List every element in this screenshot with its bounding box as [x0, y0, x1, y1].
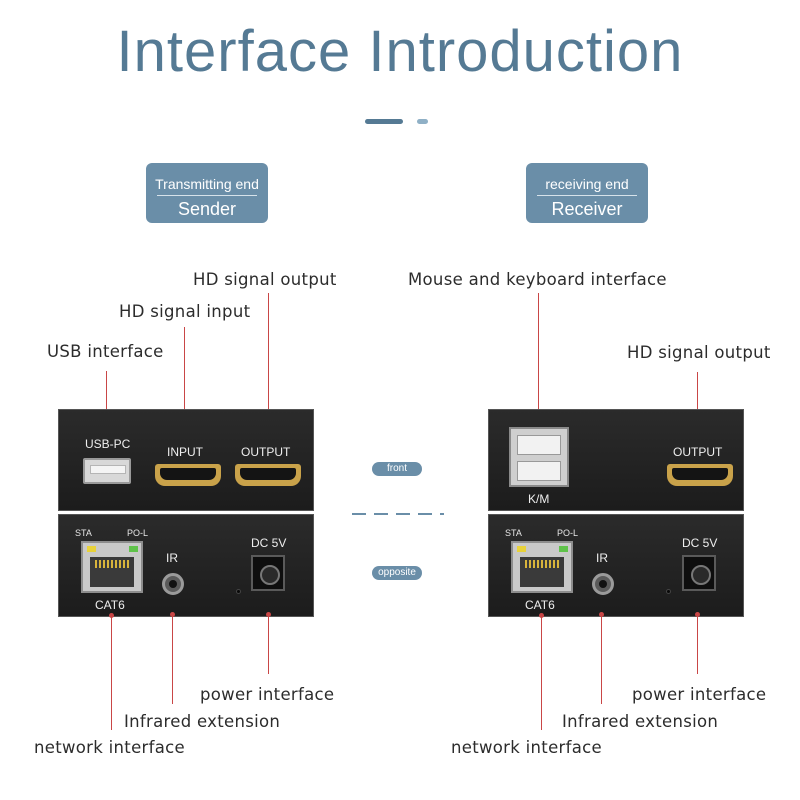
- sender-output-label: OUTPUT: [241, 445, 291, 459]
- sender-pol-label: PO-L: [127, 528, 149, 538]
- sender-rear-panel: STA PO-L CAT6 IR DC 5V: [58, 514, 314, 617]
- sender-line-power: [268, 614, 269, 674]
- sender-sta-label: STA: [75, 528, 92, 538]
- sender-line-hd-input: [184, 327, 185, 436]
- receiver-pol-led: [559, 546, 568, 552]
- receiver-callout-mouse-keyboard: Mouse and keyboard interface: [408, 270, 667, 289]
- sender-cat6-label: CAT6: [95, 598, 125, 612]
- page-title: Interface Introduction: [116, 19, 684, 84]
- receiver-line-mouse-keyboard: [538, 293, 539, 412]
- receiver-front-panel: K/M OUTPUT: [488, 409, 744, 511]
- title-divider-short: [417, 119, 428, 124]
- sender-ir-jack: [162, 573, 184, 595]
- sender-dot-network: [109, 613, 114, 618]
- sender-dc-label: DC 5V: [251, 536, 287, 550]
- sender-rj45-pins: [95, 560, 129, 568]
- sender-input-label: INPUT: [167, 445, 203, 459]
- receiver-ir-jack: [592, 573, 614, 595]
- title-divider-long: [365, 119, 403, 124]
- sender-hdmi-input-port: [155, 464, 221, 486]
- receiver-dc-label: DC 5V: [682, 536, 718, 550]
- opposite-view-pill: opposite: [372, 566, 422, 580]
- receiver-sta-led: [517, 546, 526, 552]
- receiver-usb-port-lower: [517, 461, 561, 481]
- sender-line-network: [111, 616, 112, 730]
- receiver-km-label: K/M: [528, 492, 550, 506]
- receiver-line-infrared: [601, 614, 602, 704]
- receiver-line-hd-output: [697, 372, 698, 436]
- sender-tag-top: Transmitting end: [155, 176, 259, 192]
- receiver-pol-label: PO-L: [557, 528, 579, 538]
- sender-callout-usb: USB interface: [47, 342, 164, 361]
- view-separator: [352, 513, 444, 515]
- sender-line-infrared: [172, 614, 173, 704]
- sender-callout-hd-input: HD signal input: [119, 302, 251, 321]
- sender-usb-port: [83, 458, 131, 484]
- receiver-cat6-label: CAT6: [525, 598, 555, 612]
- sender-callout-network: network interface: [34, 738, 185, 757]
- receiver-reset-hole: [666, 589, 671, 594]
- receiver-output-label: OUTPUT: [673, 445, 723, 459]
- sender-tag: Transmitting end Sender: [146, 163, 268, 223]
- receiver-dc-jack: [682, 555, 716, 591]
- sender-callout-hd-output: HD signal output: [193, 270, 337, 289]
- receiver-line-power: [697, 614, 698, 674]
- receiver-rj45-pins: [525, 560, 559, 568]
- receiver-tag-separator: [537, 195, 637, 196]
- sender-usb-pc-label: USB-PC: [85, 437, 131, 451]
- sender-reset-hole: [236, 589, 241, 594]
- receiver-ir-label: IR: [596, 551, 608, 565]
- receiver-usb-stack: [509, 427, 569, 487]
- receiver-callout-network: network interface: [451, 738, 602, 757]
- receiver-usb-port-upper: [517, 435, 561, 455]
- sender-line-hd-output: [268, 293, 269, 436]
- sender-pol-led: [129, 546, 138, 552]
- receiver-rj45-port: [511, 541, 573, 593]
- receiver-hdmi-output-port: [667, 464, 733, 486]
- receiver-tag-bottom: Receiver: [551, 199, 623, 219]
- sender-rj45-port: [81, 541, 143, 593]
- sender-hdmi-output-port: [235, 464, 301, 486]
- sender-dc-jack: [251, 555, 285, 591]
- receiver-dot-network: [539, 613, 544, 618]
- sender-callout-infrared: Infrared extension: [124, 712, 281, 731]
- receiver-callout-infrared: Infrared extension: [562, 712, 719, 731]
- receiver-callout-power: power interface: [632, 685, 767, 704]
- sender-tag-separator: [157, 195, 257, 196]
- sender-ir-label: IR: [166, 551, 178, 565]
- sender-front-panel: USB-PC INPUT OUTPUT: [58, 409, 314, 511]
- receiver-line-network: [541, 616, 542, 730]
- receiver-tag-top: receiving end: [545, 176, 629, 192]
- sender-sta-led: [87, 546, 96, 552]
- sender-callout-power: power interface: [200, 685, 335, 704]
- receiver-callout-hd-output: HD signal output: [627, 343, 771, 362]
- receiver-sta-label: STA: [505, 528, 522, 538]
- sender-tag-bottom: Sender: [177, 199, 237, 219]
- receiver-tag: receiving end Receiver: [526, 163, 648, 223]
- front-view-pill: front: [372, 462, 422, 476]
- receiver-rear-panel: STA PO-L CAT6 IR DC 5V: [488, 514, 744, 617]
- sender-line-usb: [106, 371, 107, 418]
